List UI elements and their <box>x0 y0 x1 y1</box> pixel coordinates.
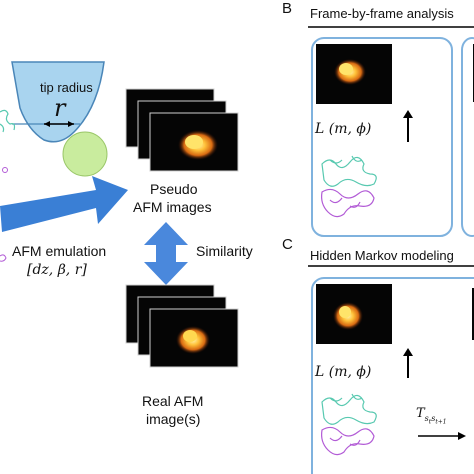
tip-radius-label: tip radius <box>40 80 93 95</box>
panel-b-title: Frame-by-frame analysis <box>310 6 454 21</box>
real-label-line1: Real AFM <box>142 393 204 409</box>
panel-b-graphics <box>308 26 474 237</box>
panel-b-box <box>311 37 453 237</box>
panel-b-likelihood: L (m, ϕ) <box>315 121 372 137</box>
emulation-label: AFM emulation <box>12 243 107 259</box>
panel-c-title: Hidden Markov modeling <box>310 248 454 263</box>
real-label-line2: image(s) <box>146 411 201 427</box>
similarity-arrow <box>144 222 188 285</box>
transition-symbol: T <box>416 406 425 421</box>
panel-b-box-right <box>461 37 474 237</box>
real-afm-stack <box>125 284 239 368</box>
panel-c-transition: Tstst+1 <box>416 406 447 426</box>
tip-radius-symbol: r <box>54 94 66 122</box>
pseudo-label-line1: Pseudo <box>150 181 198 197</box>
panel-c-graphics <box>308 265 474 474</box>
panel-b-protein <box>321 155 377 218</box>
emulation-arrow <box>0 176 128 232</box>
pseudo-label-line2: AFM images <box>133 199 212 215</box>
emulation-params: [dz, β, r] <box>27 262 87 278</box>
panel-c-letter: C <box>282 236 293 253</box>
similarity-label: Similarity <box>196 243 253 259</box>
panel-c-protein <box>321 393 377 456</box>
panel-c-likelihood: L (m, ϕ) <box>315 364 372 380</box>
protein-fragment-left <box>0 109 16 133</box>
panel-b-letter: B <box>282 0 293 17</box>
pseudo-afm-stack <box>125 88 239 172</box>
panel-c-box <box>311 277 474 474</box>
afm-tip <box>11 61 105 143</box>
sample-sphere <box>62 131 108 177</box>
